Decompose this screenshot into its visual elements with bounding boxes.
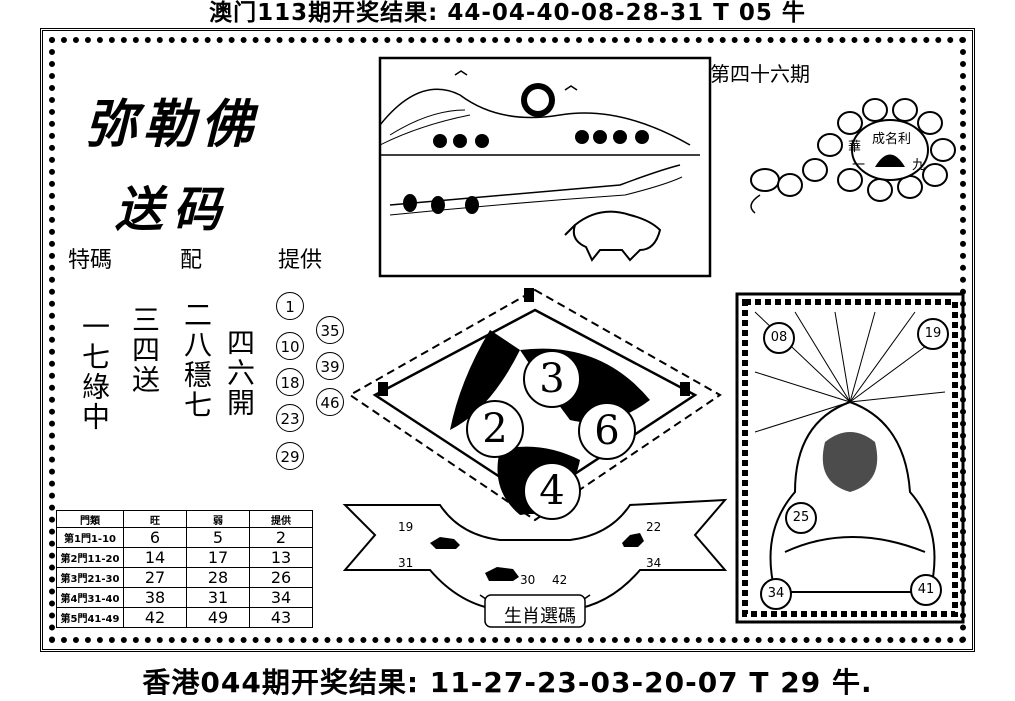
zodiac-number: 42 [552, 573, 568, 587]
table-row: 第5門41-49 42 49 43 [56, 607, 313, 628]
title-line1: 弥勒佛 [85, 94, 260, 155]
table-row-label: 第2門11-20 [56, 547, 124, 568]
circle-number: 1 [276, 292, 304, 320]
table-row-label: 第3門21-30 [56, 567, 124, 588]
table-header: 弱 [186, 510, 250, 528]
table-cell: 26 [249, 567, 313, 588]
table-cell: 28 [186, 567, 250, 588]
buddha-ball: 19 [917, 318, 949, 350]
table-row-label: 第5門41-49 [56, 607, 124, 628]
table-row-label: 第1門1-10 [56, 527, 124, 548]
circle-number: 46 [316, 388, 344, 416]
table-cell: 17 [186, 547, 250, 568]
landscape-illustration [378, 56, 712, 278]
table-row: 第1門1-10 6 5 2 [56, 527, 313, 548]
pendant-text-top: 成名利 [872, 132, 912, 147]
circle-number: 18 [276, 368, 304, 396]
table-header: 旺 [123, 510, 187, 528]
diamond-ball: 4 [523, 462, 581, 520]
buddha-ball: 34 [760, 578, 792, 610]
table-cell: 13 [249, 547, 313, 568]
verse-2: 三四送 [128, 305, 161, 395]
table-header: 提供 [249, 510, 313, 528]
zodiac-number: 34 [646, 556, 662, 570]
diamond-ball: 6 [578, 402, 636, 460]
table-cell: 42 [123, 607, 187, 628]
label-tema: 特碼 [68, 248, 113, 273]
title-line2: 送码 [115, 182, 232, 238]
table-cell: 43 [249, 607, 313, 628]
zodiac-number: 31 [398, 556, 414, 570]
circle-number: 35 [316, 316, 344, 344]
circle-number: 39 [316, 352, 344, 380]
circle-number: 10 [276, 332, 304, 360]
buddha-illustration [735, 292, 965, 624]
table-header-row: 門類 旺 弱 提供 [56, 510, 313, 528]
buddha-ball: 08 [763, 322, 795, 354]
zodiac-number: 19 [398, 520, 414, 534]
table-header: 門類 [56, 510, 124, 528]
table-row-label: 第4門31-40 [56, 587, 124, 608]
top-result-banner: 澳门113期开奖结果: 44-04-40-08-28-31 T 05 牛 [209, 0, 806, 26]
diamond-ball: 3 [523, 350, 581, 408]
label-pei: 配 [180, 248, 203, 273]
circle-number: 29 [276, 442, 304, 470]
number-table: 門類 旺 弱 提供 第1門1-10 6 5 2 第2門11-20 14 17 1… [56, 510, 313, 628]
table-cell: 27 [123, 567, 187, 588]
zodiac-banner-illustration [342, 498, 728, 628]
table-cell: 6 [123, 527, 187, 548]
verse-1: 一七綠中 [78, 312, 111, 432]
pendant-text-right: 九 [912, 158, 926, 173]
label-tigong: 提供 [278, 248, 323, 273]
prayer-beads-illustration [750, 98, 956, 214]
table-row: 第3門21-30 27 28 26 [56, 567, 313, 588]
table-cell: 34 [249, 587, 313, 608]
bottom-result-banner: 香港044期开奖结果: 11-27-23-03-20-07 T 29 牛. [142, 666, 873, 699]
table-cell: 31 [186, 587, 250, 608]
table-cell: 5 [186, 527, 250, 548]
diamond-ball: 2 [466, 400, 524, 458]
zodiac-number: 22 [646, 520, 662, 534]
pendant-text-hua: 華 [848, 140, 862, 155]
pendant-text-left: 一 [852, 158, 866, 173]
verse-3: 二八穩七 [180, 300, 213, 420]
circle-number: 23 [276, 404, 304, 432]
table-row: 第2門11-20 14 17 13 [56, 547, 313, 568]
table-row: 第4門31-40 38 31 34 [56, 587, 313, 608]
buddha-ball: 41 [910, 574, 942, 606]
table-cell: 14 [123, 547, 187, 568]
table-cell: 2 [249, 527, 313, 548]
table-cell: 49 [186, 607, 250, 628]
zodiac-caption: 生肖選碼 [504, 606, 576, 627]
zodiac-number: 30 [520, 573, 536, 587]
buddha-ball: 25 [785, 502, 817, 534]
period-label: 第四十六期 [710, 62, 810, 86]
table-cell: 38 [123, 587, 187, 608]
verse-4: 四六開 [223, 328, 256, 418]
